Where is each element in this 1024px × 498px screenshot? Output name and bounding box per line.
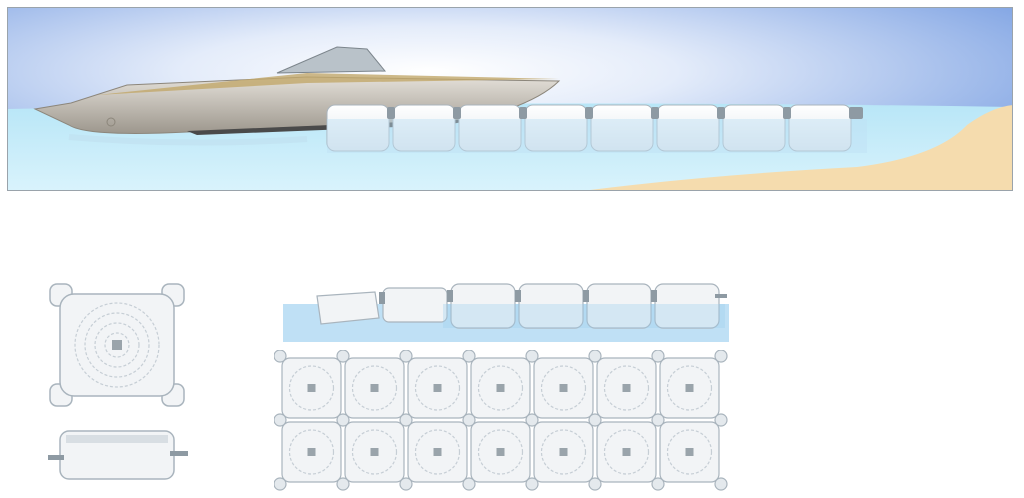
grid-module-pattern — [540, 365, 587, 411]
grid-module-pattern — [414, 429, 461, 475]
grid-connector — [336, 477, 350, 491]
grid-module-center — [685, 448, 694, 456]
grid-module-pattern — [477, 365, 524, 411]
grid-connector — [274, 477, 287, 491]
grid-connector — [274, 413, 287, 427]
grid-module-center — [559, 384, 568, 392]
floating-dock-row — [326, 104, 867, 153]
grid-module-pattern — [414, 365, 461, 411]
dock-side-row — [283, 282, 731, 344]
grid-connector — [588, 413, 602, 427]
grid-module-center — [370, 448, 379, 456]
grid-connector — [588, 477, 602, 491]
grid-module-pattern — [351, 429, 398, 475]
dock-module-top-icon — [49, 283, 185, 407]
grid-connector — [714, 413, 728, 427]
dock-grid-illustration — [274, 350, 728, 491]
grid-connector — [714, 477, 728, 491]
grid-connector — [651, 350, 665, 363]
grid-module-pattern — [540, 429, 587, 475]
grid-connector — [588, 350, 602, 363]
module-side-view — [44, 425, 194, 485]
grid-connector — [651, 413, 665, 427]
grid-module-center — [496, 384, 505, 392]
grid-module-center — [496, 448, 505, 456]
dock-side-row-illustration — [283, 283, 729, 342]
grid-module-center — [433, 384, 442, 392]
grid-connector — [399, 350, 413, 363]
banner-illustration — [7, 7, 1013, 191]
grid-module-pattern — [666, 365, 713, 411]
grid-module-pattern — [603, 365, 650, 411]
grid-module-center — [622, 448, 631, 456]
grid-connector — [462, 350, 476, 363]
dock-grid-top-view — [274, 350, 732, 494]
grid-connector — [651, 477, 665, 491]
grid-connector — [399, 477, 413, 491]
grid-module-pattern — [603, 429, 650, 475]
grid-connector — [525, 413, 539, 427]
grid-module-pattern — [666, 429, 713, 475]
grid-connector — [714, 350, 728, 363]
dock-module-side-icon — [48, 430, 188, 480]
module-top-view — [44, 280, 190, 410]
grid-module-center — [622, 384, 631, 392]
grid-module-center — [559, 448, 568, 456]
grid-connector — [274, 350, 287, 363]
grid-module-center — [685, 384, 694, 392]
grid-connector — [336, 413, 350, 427]
beach-sand — [582, 105, 1013, 191]
grid-module-pattern — [288, 365, 335, 411]
grid-module-center — [433, 448, 442, 456]
grid-module-center — [307, 384, 316, 392]
grid-connector — [399, 413, 413, 427]
grid-module-center — [370, 384, 379, 392]
grid-module-pattern — [288, 429, 335, 475]
grid-module-center — [307, 448, 316, 456]
grid-connector — [462, 477, 476, 491]
banner-scene — [7, 7, 1013, 191]
banner-border — [7, 7, 1013, 191]
grid-connector — [336, 350, 350, 363]
grid-module-pattern — [477, 429, 524, 475]
grid-module-pattern — [351, 365, 398, 411]
grid-connector — [525, 477, 539, 491]
grid-connector — [525, 350, 539, 363]
grid-connector — [462, 413, 476, 427]
